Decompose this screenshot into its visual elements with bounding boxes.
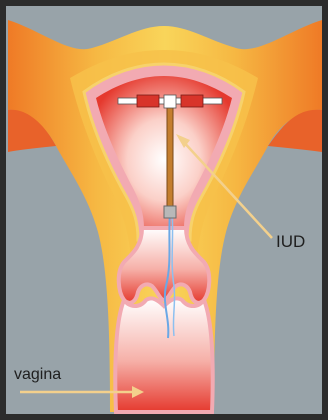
iud-stem: [167, 104, 173, 214]
iud-center-cap: [164, 95, 176, 108]
iud-label: IUD: [276, 232, 305, 252]
iud-arm-left-band: [137, 95, 159, 107]
vagina: [115, 298, 212, 412]
iud-stem-tip: [164, 206, 176, 218]
vagina-label: vagina: [14, 366, 61, 384]
iud-arm-right-band: [181, 95, 203, 107]
